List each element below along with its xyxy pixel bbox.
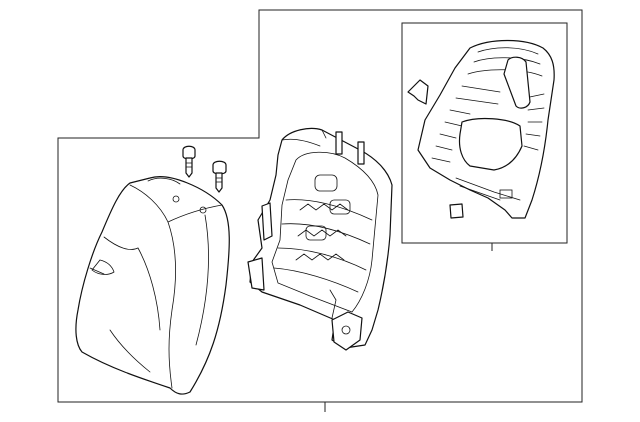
bolt-right — [212, 160, 227, 193]
inset-callout-frame — [401, 22, 568, 244]
bolt-left — [182, 145, 196, 178]
seatback-frame — [247, 127, 393, 351]
seatback-cover — [75, 176, 230, 395]
seatback-pad — [417, 39, 555, 219]
main-callout-frame — [57, 9, 583, 403]
retainer-square — [449, 203, 464, 219]
clip — [407, 79, 429, 105]
